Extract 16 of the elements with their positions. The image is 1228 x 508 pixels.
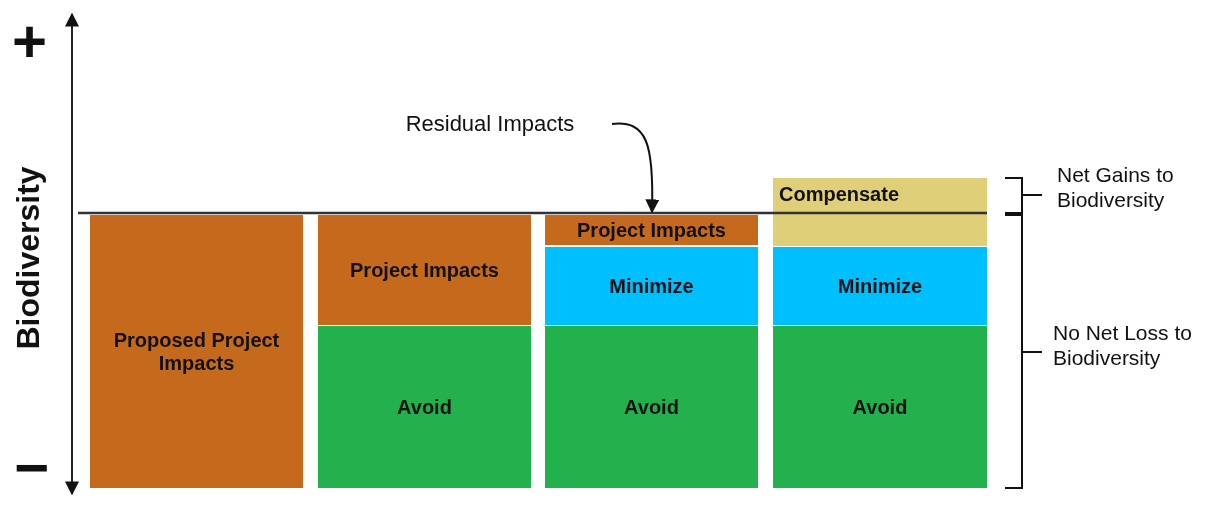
- impact-block: Project Impacts: [318, 215, 531, 325]
- bracket-label: Net Gains to Biodiversity: [1057, 162, 1175, 213]
- avoid-block: Avoid: [773, 326, 987, 488]
- avoid-block: Avoid: [318, 326, 531, 488]
- minimize-block: Minimize: [773, 247, 987, 325]
- axis-title: Biodiversity: [9, 166, 47, 350]
- impact-block: Proposed Project Impacts: [90, 215, 303, 488]
- callout-text: Residual Impacts: [380, 108, 600, 140]
- compensate-block: Compensate: [773, 178, 987, 246]
- avoid-block: Avoid: [545, 326, 758, 488]
- minimize-block: Minimize: [545, 247, 758, 325]
- bracket-label: No Net Loss to Biodiversity: [1053, 320, 1193, 371]
- impact-block: Project Impacts: [545, 215, 758, 245]
- leader-arrow: [611, 122, 660, 214]
- minus-sign: −: [14, 438, 50, 498]
- plus-sign: +: [12, 12, 48, 72]
